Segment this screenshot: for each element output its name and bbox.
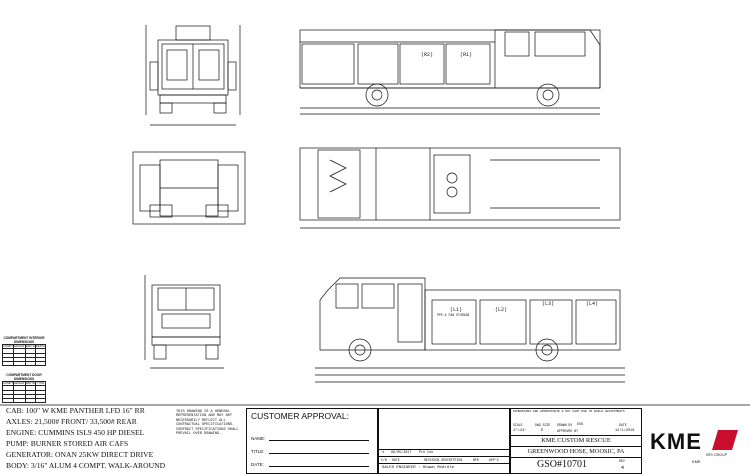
door-title: COMPARTMENT DOOR DIMENSIONS <box>6 373 42 381</box>
col-compt: COMPT <box>1 344 15 350</box>
scale-value: 1"=24' <box>513 429 527 433</box>
rev-value: 4 <box>621 465 625 471</box>
disclaimer-text: THIS DRAWING IS A GENERAL REPRESENTATION… <box>176 410 239 437</box>
scale-label: SCALE <box>513 423 523 427</box>
project-title: GREENWOOD HOSE, MOOSIC, PA <box>527 448 625 455</box>
compartment-interior-table: COMPARTMENT INTERIOR DIMENSIONS COMPT HE… <box>1 336 47 367</box>
approval-title-label: TITLE: <box>251 449 265 454</box>
col-depth: DEPTH <box>34 344 47 350</box>
kme-logo-mark <box>712 430 738 450</box>
dwg-size-label: DWG SIZE <box>535 423 551 427</box>
col-width: WIDTH <box>24 344 36 350</box>
comp-label-l2: (L2) <box>495 307 508 313</box>
comp-label-r2: (R2) <box>421 52 434 58</box>
kme-logo-sub: REV GROUP <box>706 453 728 457</box>
rev-label: REV <box>619 459 625 463</box>
spec-pump: PUMP: BURNER STORED AIR CAFS <box>6 439 129 448</box>
revision-row: 4 09/05/2017 Pre Con <box>379 449 509 457</box>
dimension-note: DIMENSIONS ARE APPROXIMATE & MAY VARY DU… <box>513 410 625 413</box>
revision-box: 4 09/05/2017 Pre Con C/N DATE REVISION D… <box>378 408 510 474</box>
col-width: WIDTH <box>24 381 37 387</box>
customer-approval-box: CUSTOMER APPROVAL: NAME: TITLE: DATE: <box>246 408 378 474</box>
spec-axles: AXLES: 21,500# FRONT/ 33,500# REAR <box>6 417 137 426</box>
approval-title: CUSTOMER APPROVAL: <box>251 411 349 421</box>
drawn-by-value: ESK <box>577 423 584 427</box>
revision-date: 09/05/2017 <box>391 451 412 455</box>
rev-col-date: DATE <box>392 458 400 462</box>
approval-date-line[interactable] <box>269 466 369 467</box>
revision-num: 4 <box>382 451 385 455</box>
comp-label-l3: (L3) <box>542 301 555 307</box>
dwg-size-value: D <box>541 429 544 433</box>
sales-engineer-row: SALES ENGINEER : Shawn McArdle <box>379 463 509 473</box>
rev-col-cn: C/N <box>381 458 387 462</box>
rev-col-appd: APP'D <box>489 458 499 462</box>
date-label: DATE <box>619 423 627 427</box>
right-side-view <box>315 277 625 383</box>
spec-cab: CAB: 100" W KME PANTHER LFD 16" RR <box>6 406 145 415</box>
revision-desc: Pre Con <box>419 451 434 455</box>
disclaimer-box: THIS DRAWING IS A GENERAL REPRESENTATION… <box>176 410 242 472</box>
pump-storage-label: PPE & FAN STORAGE <box>437 313 470 317</box>
title-block: DIMENSIONS ARE APPROXIMATE & MAY VARY DU… <box>510 408 642 474</box>
approval-title-line[interactable] <box>269 453 369 454</box>
rear-view <box>145 25 241 126</box>
rev-col-bpr: BPR <box>473 458 479 462</box>
company-title: KME CUSTOM RESCUE <box>541 437 611 444</box>
drawn-by-label: DRAWN BY <box>557 423 573 427</box>
top-view <box>299 147 621 229</box>
spec-body: BODY: 3/16" ALUM 4 COMPT. WALK-AROUND <box>6 461 166 470</box>
compartment-door-table: COMPARTMENT DOOR DIMENSIONS COMPT HEIGHT… <box>1 373 46 404</box>
col-compt: COMPT <box>1 381 15 387</box>
underside-view <box>132 151 246 225</box>
revision-header-row: C/N DATE REVISION DESCRIPTION BPR APP'D <box>379 456 509 464</box>
sales-engineer: SALES ENGINEER : Shawn McArdle <box>382 466 455 470</box>
kme-small: KME <box>692 459 701 464</box>
front-view <box>144 275 224 369</box>
comp-label-l1: (L1) <box>450 307 463 313</box>
approval-date-label: DATE: <box>251 462 264 467</box>
date-value: 12/1/2016 <box>615 429 635 433</box>
comp-label-r1: (R1) <box>460 52 473 58</box>
kme-logo-text: KME <box>650 429 702 454</box>
col-height: HEIGHT <box>13 344 26 350</box>
approval-name-line[interactable] <box>269 440 369 441</box>
interior-title: COMPARTMENT INTERIOR DIMENSIONS <box>3 336 45 344</box>
approved-by-label: APPROVED BY <box>557 429 579 433</box>
spec-engine: ENGINE: CUMMINS ISL9 450 HP DIESEL <box>6 428 145 437</box>
col-type: TYPE <box>35 381 46 387</box>
approval-name-label: NAME: <box>251 436 266 441</box>
comp-label-l4: (L4) <box>586 301 599 307</box>
kme-logo: KME REV GROUP <box>644 426 744 466</box>
spec-generator: GENERATOR: ONAN 25KW DIRECT DRIVE <box>6 450 154 459</box>
gso-number: GSO#10701 <box>537 459 588 470</box>
col-height: HEIGHT <box>13 381 26 387</box>
left-side-view <box>299 29 601 115</box>
rev-col-desc: REVISION DESCRIPTION <box>424 458 463 462</box>
